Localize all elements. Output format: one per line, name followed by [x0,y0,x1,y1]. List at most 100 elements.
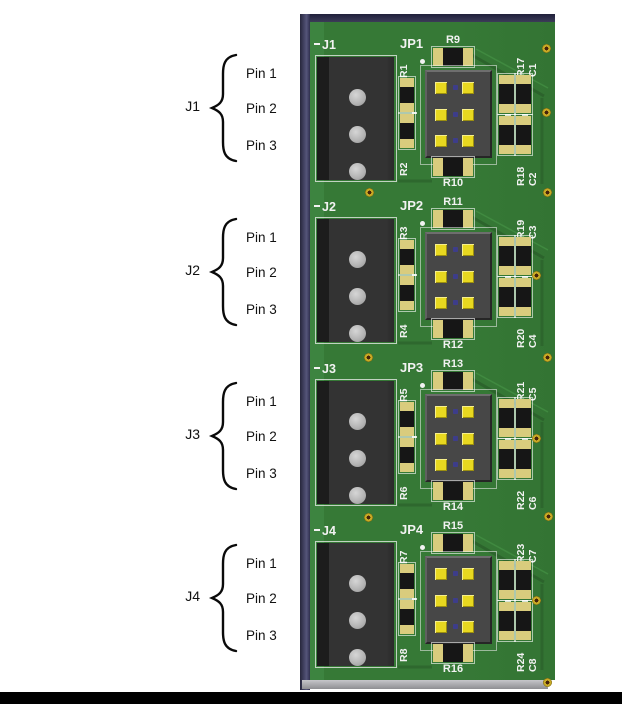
header-hole-dot [453,274,458,279]
pin-label: Pin 1 [246,230,277,245]
smd-resistor [431,46,475,68]
terminal-block [317,57,394,180]
via [543,188,552,197]
header-hole-dot [453,598,458,603]
pin-label: Pin 2 [246,101,277,116]
smd-resistor [398,238,416,276]
smd-resistor [398,112,416,150]
silkscreen-tick [522,114,528,116]
bottom-black-bar [0,692,622,704]
header-hole-dot [453,624,458,629]
connector-label: J3 [314,362,360,378]
smd-resistor [431,318,475,340]
header-pin [435,271,447,283]
resistor-label: R15 [442,520,464,532]
smd-resistor [398,274,416,312]
connector-callout-label: J2 [185,262,200,278]
connector-callout-label: J3 [185,426,200,442]
resistor-label: R16 [442,663,464,675]
smd-resistor [497,600,516,642]
capacitor-label: C2 [527,172,539,186]
resistor-label: R14 [442,501,464,513]
smd-resistor [398,436,416,474]
terminal-block-outline [315,541,397,668]
curly-brace [208,381,238,491]
via [532,596,541,605]
terminal-pin-circle [349,450,366,467]
smd-resistor [497,114,516,156]
pin1-marker-dot [420,221,425,226]
connector-callout-label: J1 [185,98,200,114]
smd-resistor [497,276,516,318]
smd-resistor [431,156,475,178]
pin-label: Pin 3 [246,302,277,317]
resistor-label: R8 [398,648,410,662]
jumper-label: JP2 [400,198,424,213]
silkscreen-tick [412,598,417,600]
header-pin [462,459,474,471]
resistor-label: R6 [398,486,410,500]
header-pin [462,595,474,607]
silkscreen-tick [522,600,528,602]
header-pin [435,244,447,256]
capacitor-label: C5 [527,387,539,401]
curly-brace [208,53,238,163]
board-edge-bottom [302,680,548,689]
smd-capacitor [514,600,533,642]
pin-label: Pin 1 [246,394,277,409]
header-pin [435,297,447,309]
header-pin [462,406,474,418]
header-pin [435,595,447,607]
resistor-label: R13 [442,358,464,370]
header-hole-dot [453,436,458,441]
smd-capacitor [514,397,533,439]
jumper-header [425,232,492,320]
via [365,188,374,197]
via [544,512,553,521]
header-pin [435,406,447,418]
smd-resistor [497,235,516,277]
header-pin [435,621,447,633]
silkscreen-tick [522,438,528,440]
resistor-label: R11 [443,196,463,208]
header-pin [462,82,474,94]
smd-resistor [431,370,475,392]
capacitor-label: C6 [527,496,539,510]
header-hole-dot [453,409,458,414]
smd-resistor [431,642,475,664]
capacitor-label: C4 [527,334,539,348]
header-pin [462,621,474,633]
smd-resistor [398,400,416,438]
terminal-block [317,543,394,666]
header-hole-dot [453,300,458,305]
header-pin [435,135,447,147]
silkscreen-tick [522,276,528,278]
callout-j1: J1 Pin 1 Pin 2 Pin 3 [160,52,294,164]
via [542,108,551,117]
callout-j2: J2 Pin 1 Pin 2 Pin 3 [160,216,294,328]
resistor-label: R1 [398,64,410,78]
pin-label: Pin 3 [246,628,277,643]
terminal-pin-circle [349,325,366,342]
pin-label: Pin 2 [246,429,277,444]
terminal-pin-circle [349,413,366,430]
header-pin [462,271,474,283]
terminal-block-outline [315,217,397,344]
header-hole-dot [453,112,458,117]
terminal-pin-circle [349,649,366,666]
pin1-marker-dot [420,383,425,388]
header-pin [462,109,474,121]
terminal-pin-circle [349,89,366,106]
terminal-pin-circle [349,288,366,305]
curly-brace [208,217,238,327]
smd-resistor [398,562,416,600]
header-pin [462,568,474,580]
via [543,678,552,687]
terminal-pin-circle [349,575,366,592]
header-pin [462,135,474,147]
pin-label: Pin 2 [246,591,277,606]
jumper-label: JP1 [400,36,424,51]
